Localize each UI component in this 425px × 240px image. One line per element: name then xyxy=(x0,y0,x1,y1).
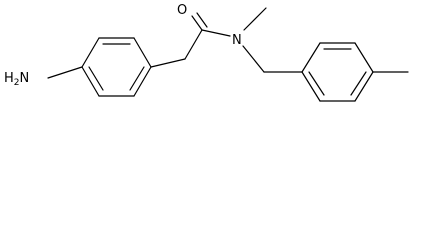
bond xyxy=(150,58,186,68)
bond xyxy=(133,37,152,68)
bond xyxy=(81,37,100,68)
bond xyxy=(301,71,321,102)
bond xyxy=(354,42,374,73)
bond xyxy=(354,71,374,102)
double-bond-inner xyxy=(350,71,367,96)
left-benzene-ring xyxy=(81,37,152,97)
right-benzene-ring xyxy=(301,42,374,102)
structure-drawing: H2N O N xyxy=(4,3,409,102)
bond xyxy=(81,66,100,97)
amide-nitrogen-label: N xyxy=(232,33,242,48)
amide-chain xyxy=(150,7,303,73)
double-bond-inner xyxy=(129,66,145,91)
bond xyxy=(133,66,152,97)
n-methyl-bond xyxy=(243,7,267,31)
amine-bond xyxy=(47,66,83,79)
double-bond-inner xyxy=(308,71,325,96)
bond xyxy=(201,29,231,37)
bond xyxy=(242,45,265,73)
amine-subscript: 2 xyxy=(14,78,20,88)
carbonyl-oxygen-label: O xyxy=(177,3,187,18)
double-bond-inner xyxy=(88,66,104,91)
amine-label: H2N xyxy=(4,71,29,88)
carbonyl-bond xyxy=(191,15,203,31)
carbonyl-bond xyxy=(196,12,208,28)
bond xyxy=(301,42,321,73)
amine-h: H xyxy=(4,71,14,86)
amine-n: N xyxy=(20,71,30,86)
bond xyxy=(184,29,203,60)
